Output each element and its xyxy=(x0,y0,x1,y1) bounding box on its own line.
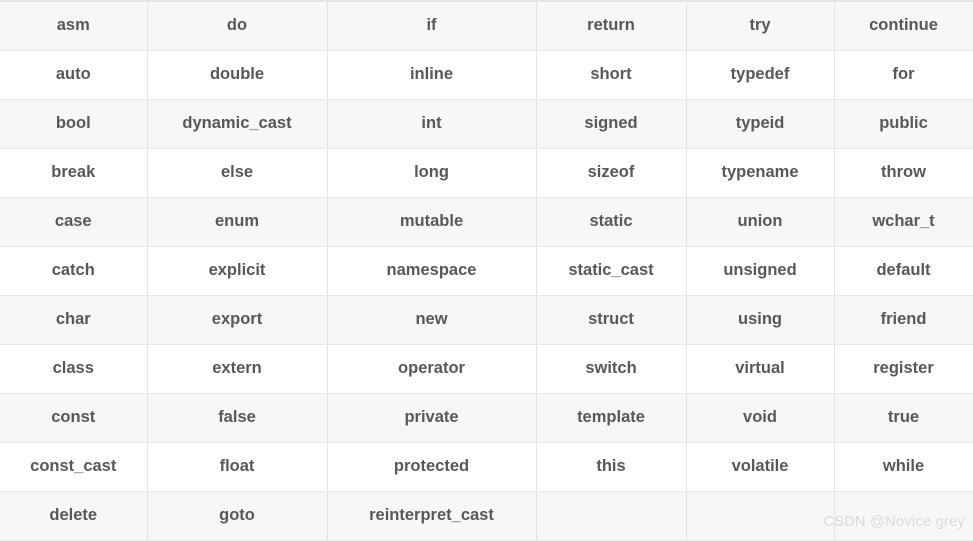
keyword-cell: register xyxy=(834,344,973,393)
keyword-cell: unsigned xyxy=(686,246,834,295)
keyword-cell: inline xyxy=(327,50,536,99)
keyword-cell: typedef xyxy=(686,50,834,99)
keyword-cell: private xyxy=(327,393,536,442)
keyword-cell: break xyxy=(0,148,147,197)
keyword-cell: switch xyxy=(536,344,686,393)
keyword-cell: else xyxy=(147,148,327,197)
keyword-cell: public xyxy=(834,99,973,148)
keyword-cell: short xyxy=(536,50,686,99)
keyword-cell: auto xyxy=(0,50,147,99)
keyword-cell: export xyxy=(147,295,327,344)
keyword-cell: class xyxy=(0,344,147,393)
keyword-cell: default xyxy=(834,246,973,295)
keyword-cell: return xyxy=(536,1,686,50)
keyword-cell: double xyxy=(147,50,327,99)
empty-cell xyxy=(834,491,973,540)
keyword-cell: extern xyxy=(147,344,327,393)
keyword-cell: goto xyxy=(147,491,327,540)
keyword-cell: true xyxy=(834,393,973,442)
keyword-cell: typeid xyxy=(686,99,834,148)
keyword-cell: continue xyxy=(834,1,973,50)
keyword-cell: delete xyxy=(0,491,147,540)
keyword-cell: protected xyxy=(327,442,536,491)
keyword-cell: throw xyxy=(834,148,973,197)
keyword-cell: virtual xyxy=(686,344,834,393)
keyword-cell: dynamic_cast xyxy=(147,99,327,148)
empty-cell xyxy=(536,491,686,540)
keyword-cell: char xyxy=(0,295,147,344)
keyword-cell: const xyxy=(0,393,147,442)
keyword-cell: union xyxy=(686,197,834,246)
keyword-cell: wchar_t xyxy=(834,197,973,246)
keyword-cell: this xyxy=(536,442,686,491)
keyword-cell: const_cast xyxy=(0,442,147,491)
keyword-cell: if xyxy=(327,1,536,50)
keyword-cell: void xyxy=(686,393,834,442)
keyword-cell: for xyxy=(834,50,973,99)
keyword-cell: template xyxy=(536,393,686,442)
keyword-cell: int xyxy=(327,99,536,148)
keyword-cell: do xyxy=(147,1,327,50)
keyword-cell: mutable xyxy=(327,197,536,246)
keyword-cell: signed xyxy=(536,99,686,148)
keyword-cell: operator xyxy=(327,344,536,393)
keyword-cell: case xyxy=(0,197,147,246)
keyword-cell: asm xyxy=(0,1,147,50)
keyword-cell: false xyxy=(147,393,327,442)
keyword-cell: reinterpret_cast xyxy=(327,491,536,540)
keyword-cell: struct xyxy=(536,295,686,344)
keyword-cell: enum xyxy=(147,197,327,246)
empty-cell xyxy=(686,491,834,540)
keyword-cell: static_cast xyxy=(536,246,686,295)
keyword-cell: bool xyxy=(0,99,147,148)
keyword-cell: typename xyxy=(686,148,834,197)
keyword-cell: explicit xyxy=(147,246,327,295)
keyword-cell: using xyxy=(686,295,834,344)
keyword-cell: volatile xyxy=(686,442,834,491)
keyword-cell: sizeof xyxy=(536,148,686,197)
keyword-cell: float xyxy=(147,442,327,491)
keyword-cell: friend xyxy=(834,295,973,344)
keyword-cell: long xyxy=(327,148,536,197)
keyword-cell: while xyxy=(834,442,973,491)
keyword-cell: try xyxy=(686,1,834,50)
keyword-cell: namespace xyxy=(327,246,536,295)
keyword-cell: static xyxy=(536,197,686,246)
keyword-cell: catch xyxy=(0,246,147,295)
keyword-cell: new xyxy=(327,295,536,344)
